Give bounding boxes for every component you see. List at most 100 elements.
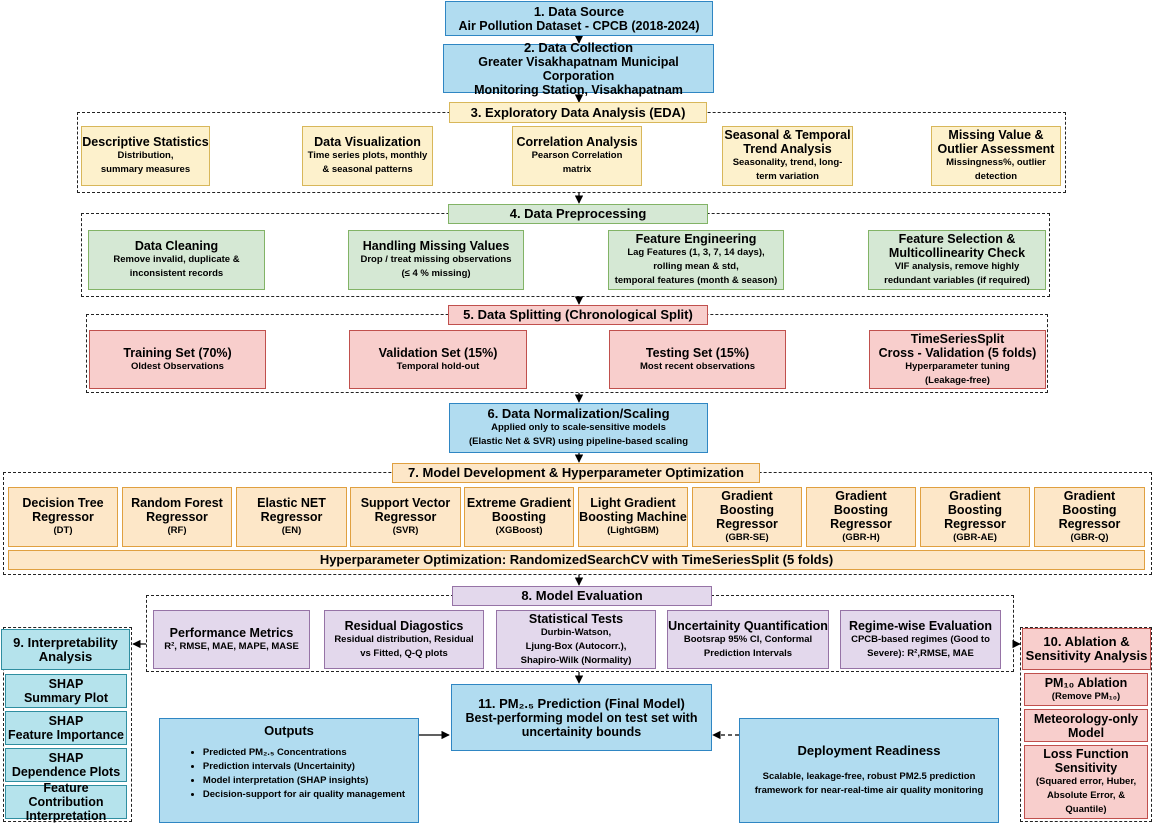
- model-name: Boosting: [491, 510, 547, 524]
- eda-item-desc: Distribution,: [117, 150, 174, 161]
- model-lightgbm: Light Gradient Boosting Machine (LightGB…: [578, 487, 688, 547]
- eda-item-title: Data Visualization: [314, 135, 421, 149]
- prep-item-desc: inconsistent records: [129, 268, 224, 279]
- deployment-title: Deployment Readiness: [797, 742, 941, 758]
- eval-item-desc: Durbin-Watson,: [540, 626, 612, 638]
- split-item-desc: Oldest Observations: [131, 360, 224, 372]
- outputs-box: Outputs Predicted PM₂.₅ Concentrations P…: [159, 718, 419, 823]
- eval-item-desc: Prediction Intervals: [703, 647, 793, 659]
- normalization-desc: (Elastic Net & SVR) using pipeline-based…: [468, 436, 689, 447]
- split-timeseries-cv: TimeSeriesSplit Cross - Validation (5 fo…: [869, 330, 1046, 389]
- final-prediction-box: 11. PM₂.₅ Prediction (Final Model) Best-…: [451, 684, 712, 751]
- normalization-box: 6. Data Normalization/Scaling Applied on…: [449, 403, 708, 453]
- outputs-list-item: Model interpretation (SHAP insights): [203, 774, 405, 788]
- eda-descriptive-statistics: Descriptive Statistics Distribution, sum…: [81, 126, 210, 186]
- eda-item-title: Correlation Analysis: [516, 135, 638, 149]
- interpretability-title-box: 9. Interpretability Analysis: [1, 629, 130, 670]
- prep-item-desc: Drop / treat missing observations: [360, 254, 512, 265]
- shap-item-label: SHAP: [48, 751, 84, 765]
- hpo-label: Hyperparameter Optimization: RandomizedS…: [319, 552, 834, 567]
- eda-item-desc: & seasonal patterns: [322, 164, 413, 175]
- outputs-list: Predicted PM₂.₅ Concentrations Predictio…: [173, 746, 405, 802]
- prep-item-title: Data Cleaning: [134, 239, 219, 253]
- model-gbr-h: Gradient Boosting Regressor (GBR-H): [806, 487, 916, 547]
- model-gbr-ae: Gradient Boosting Regressor (GBR-AE): [920, 487, 1030, 547]
- eda-data-visualization: Data Visualization Time series plots, mo…: [302, 126, 433, 186]
- prep-feature-selection: Feature Selection & Multicollinearity Ch…: [868, 230, 1046, 290]
- prep-missing-values: Handling Missing Values Drop / treat mis…: [348, 230, 524, 290]
- shap-dependence-plots: SHAP Dependence Plots: [5, 748, 127, 782]
- data-source-subtitle: Air Pollution Dataset - CPCB (2018-2024): [458, 18, 700, 33]
- eval-item-title: Performance Metrics: [169, 625, 294, 640]
- eda-item-desc: matrix: [562, 164, 592, 175]
- model-name: Regressor: [260, 510, 323, 524]
- model-dev-title-box: 7. Model Development & Hyperparameter Op…: [392, 463, 760, 483]
- final-prediction-desc: Best-performing model on test set with: [465, 710, 698, 725]
- evaluation-title-box: 8. Model Evaluation: [452, 586, 712, 606]
- splitting-title-box: 5. Data Splitting (Chronological Split): [448, 305, 708, 325]
- model-abbr: (EN): [281, 525, 302, 536]
- eval-item-title: Uncertainity Quantification: [668, 618, 828, 633]
- eval-item-title: Residual Diagostics: [344, 618, 464, 633]
- model-name: Gradient Boosting: [719, 489, 775, 517]
- data-collection-title: 2. Data Collection: [523, 39, 634, 55]
- prep-data-cleaning: Data Cleaning Remove invalid, duplicate …: [88, 230, 265, 290]
- eval-item-desc: Bootsrap 95% CI, Conformal: [683, 633, 813, 645]
- prep-item-desc: Lag Features (1, 3, 7, 14 days),: [627, 247, 765, 258]
- split-item-title: TimeSeriesSplit: [910, 331, 1005, 346]
- eda-item-title: Descriptive Statistics: [82, 135, 209, 149]
- prep-item-desc: redundant variables (if required): [884, 275, 1030, 286]
- model-abbr: (DT): [53, 525, 73, 536]
- outputs-list-item: Prediction intervals (Uncertainity): [203, 760, 405, 774]
- pm10-ablation-box: PM₁₀ Ablation (Remove PM₁₀): [1024, 673, 1148, 706]
- split-testing-set: Testing Set (15%) Most recent observatio…: [609, 330, 786, 389]
- eda-item-title: Trend Analysis: [743, 142, 832, 156]
- model-name: Regressor: [716, 517, 778, 531]
- ablation-item-desc: Quantile): [1065, 804, 1107, 815]
- feature-contribution-interpretation: Feature Contribution Interpretation: [5, 781, 127, 823]
- model-name: Elastic NET: [257, 496, 326, 510]
- model-abbr: (RF): [167, 525, 187, 536]
- eda-item-desc: detection: [974, 171, 1018, 182]
- model-elastic-net: Elastic NET Regressor (EN): [236, 487, 347, 547]
- ablation-title: Sensitivity Analysis: [1025, 648, 1148, 663]
- prep-feature-engineering: Feature Engineering Lag Features (1, 3, …: [608, 230, 784, 290]
- data-source-box: 1. Data Source Air Pollution Dataset - C…: [445, 1, 713, 36]
- split-item-desc: Most recent observations: [639, 360, 756, 372]
- model-abbr: (GBR-H): [842, 532, 880, 543]
- eda-item-desc: Missingness%, outlier: [946, 157, 1046, 168]
- eval-item-desc: Shapiro-Wilk (Normality): [520, 654, 632, 666]
- eval-uncertainty: Uncertainity Quantification Bootsrap 95%…: [667, 610, 829, 669]
- eval-item-desc: vs Fitted, Q-Q plots: [360, 647, 448, 659]
- model-name: Gradient Boosting: [833, 489, 889, 517]
- model-decision-tree: Decision Tree Regressor (DT): [8, 487, 118, 547]
- model-gbr-q: Gradient Boosting Regressor (GBR-Q): [1034, 487, 1145, 547]
- model-abbr: (GBR-AE): [953, 532, 997, 543]
- eval-item-desc: Residual distribution, Residual: [334, 633, 474, 645]
- model-abbr: (SVR): [392, 525, 419, 536]
- model-name: Random Forest: [131, 496, 223, 510]
- model-name: Light Gradient: [590, 496, 676, 510]
- data-collection-box: 2. Data Collection Greater Visakhapatnam…: [443, 39, 714, 97]
- eval-item-desc: Ljung-Box (Autocorr.),: [525, 640, 627, 652]
- model-svr: Support Vector Regressor (SVR): [350, 487, 461, 547]
- meteorology-only-box: Meteorology-only Model: [1024, 709, 1148, 742]
- eval-item-desc: Severe): R²,RMSE, MAE: [867, 647, 974, 659]
- ablation-title: 10. Ablation &: [1043, 634, 1130, 649]
- model-name: Extreme Gradient: [466, 496, 572, 510]
- eda-item-desc: Pearson Correlation: [531, 150, 623, 161]
- model-gbr-se: Gradient Boosting Regressor (GBR-SE): [692, 487, 802, 547]
- model-name: Regressor: [1058, 517, 1121, 531]
- final-prediction-title: 11. PM₂.₅ Prediction (Final Model): [478, 695, 685, 711]
- split-item-title: Cross - Validation (5 folds): [878, 345, 1037, 360]
- deployment-desc: Scalable, leakage-free, robust PM2.5 pre…: [762, 770, 976, 782]
- outputs-list-item: Decision-support for air quality managem…: [203, 788, 405, 802]
- eda-item-title: Missing Value &: [948, 128, 1044, 142]
- model-abbr: (GBR-Q): [1070, 532, 1109, 543]
- prep-item-title: Multicollinearity Check: [888, 246, 1026, 260]
- split-validation-set: Validation Set (15%) Temporal hold-out: [349, 330, 527, 389]
- ablation-item-desc: (Squared error, Huber,: [1035, 776, 1137, 787]
- eda-item-title: Outlier Assessment: [937, 142, 1055, 156]
- eval-residual-diagnostics: Residual Diagostics Residual distributio…: [324, 610, 484, 669]
- model-name: Decision Tree: [22, 496, 104, 510]
